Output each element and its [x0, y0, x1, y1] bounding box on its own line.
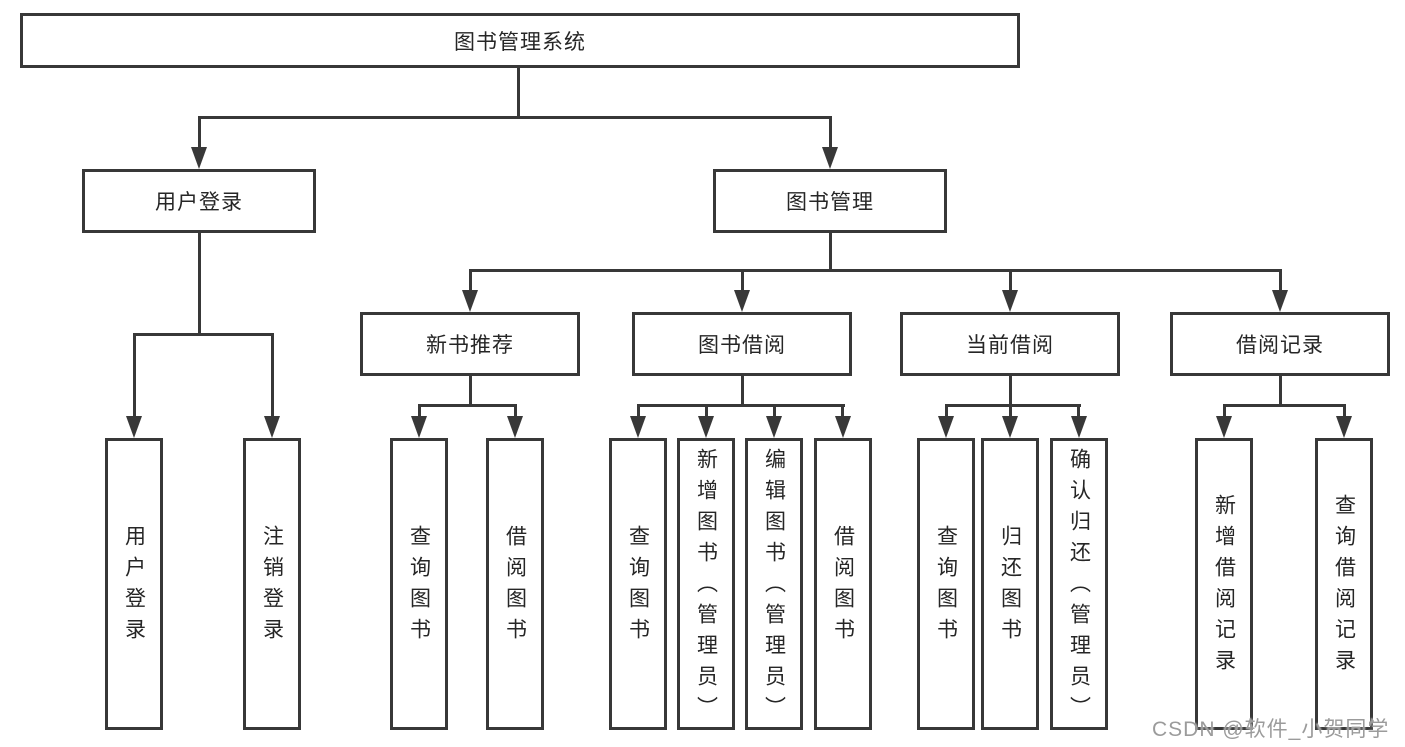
node-book-borrowing: 图书借阅 [632, 312, 852, 376]
connector-drop-user-login [198, 119, 201, 149]
connector-records-crossbar [1223, 404, 1346, 407]
arrow-down-icon [698, 416, 714, 438]
connector-drop-leaf [945, 407, 948, 417]
connector-bookmgmt-crossbar [469, 269, 1282, 272]
leaf-newrec-borrow-books: 借阅图书 [486, 438, 544, 730]
leaf-records-query-record: 查询借阅记录 [1315, 438, 1373, 730]
arrow-down-icon [126, 416, 142, 438]
arrow-down-icon [630, 416, 646, 438]
arrow-down-icon [938, 416, 954, 438]
connector-drop-level3 [1009, 272, 1012, 290]
arrow-down-icon [1216, 416, 1232, 438]
arrow-down-icon [507, 416, 523, 438]
connector-drop-leaf [1077, 407, 1080, 417]
connector-drop-leaf [1343, 407, 1346, 417]
connector-newrec-crossbar [418, 404, 517, 407]
connector-drop-leaf [705, 407, 708, 417]
arrow-down-icon [835, 416, 851, 438]
connector-current-crossbar [945, 404, 1081, 407]
connector-borrow-crossbar [637, 404, 845, 407]
leaf-user-login: 用户登录 [105, 438, 163, 730]
node-new-book-recommend: 新书推荐 [360, 312, 580, 376]
node-borrowing-records: 借阅记录 [1170, 312, 1390, 376]
arrow-down-icon [734, 290, 750, 312]
leaf-borrow-borrow-books: 借阅图书 [814, 438, 872, 730]
arrow-down-icon [191, 147, 207, 169]
arrow-down-icon [1272, 290, 1288, 312]
connector-drop-leaf [773, 407, 776, 417]
node-library-system: 图书管理系统 [20, 13, 1020, 68]
csdn-watermark: CSDN @软件_小贺同学 [1152, 718, 1390, 741]
leaf-borrow-add-book-admin: 新增图书（管理员） [677, 438, 735, 730]
node-user-login: 用户登录 [82, 169, 316, 233]
leaf-records-add-record: 新增借阅记录 [1195, 438, 1253, 730]
arrow-down-icon [1336, 416, 1352, 438]
connector-root-stem [517, 68, 520, 118]
arrow-down-icon [1002, 416, 1018, 438]
connector-root-crossbar [198, 116, 832, 119]
leaf-newrec-query-books: 查询图书 [390, 438, 448, 730]
connector-bookmgmt-stem [829, 233, 832, 272]
node-book-management: 图书管理 [713, 169, 947, 233]
connector-drop-leaf [133, 336, 136, 417]
arrow-down-icon [766, 416, 782, 438]
arrow-down-icon [462, 290, 478, 312]
node-current-borrowing: 当前借阅 [900, 312, 1120, 376]
connector-drop-book-management [829, 119, 832, 149]
connector-drop-leaf [514, 407, 517, 417]
arrow-down-icon [822, 147, 838, 169]
connector-drop-level3 [1279, 272, 1282, 290]
leaf-current-return-books: 归还图书 [981, 438, 1039, 730]
connector-drop-leaf [1009, 407, 1012, 417]
connector-drop-level3 [469, 272, 472, 290]
leaf-current-confirm-return-admin: 确认归还（管理员） [1050, 438, 1108, 730]
connector-drop-level3 [741, 272, 744, 290]
connector-drop-leaf [1223, 407, 1226, 417]
connector-userlogin-stem [198, 233, 201, 336]
connector-drop-leaf [418, 407, 421, 417]
leaf-logout: 注销登录 [243, 438, 301, 730]
arrow-down-icon [264, 416, 280, 438]
leaf-borrow-edit-book-admin: 编辑图书（管理员） [745, 438, 803, 730]
connector-current-stem [1009, 376, 1012, 406]
connector-drop-leaf [841, 407, 844, 417]
arrow-down-icon [411, 416, 427, 438]
connector-drop-leaf [271, 336, 274, 417]
connector-newrec-stem [469, 376, 472, 406]
arrow-down-icon [1071, 416, 1087, 438]
leaf-current-query-books: 查询图书 [917, 438, 975, 730]
connector-userlogin-crossbar [133, 333, 274, 336]
connector-records-stem [1279, 376, 1282, 406]
arrow-down-icon [1002, 290, 1018, 312]
connector-drop-leaf [637, 407, 640, 417]
connector-borrow-stem [741, 376, 744, 406]
leaf-borrow-query-books: 查询图书 [609, 438, 667, 730]
